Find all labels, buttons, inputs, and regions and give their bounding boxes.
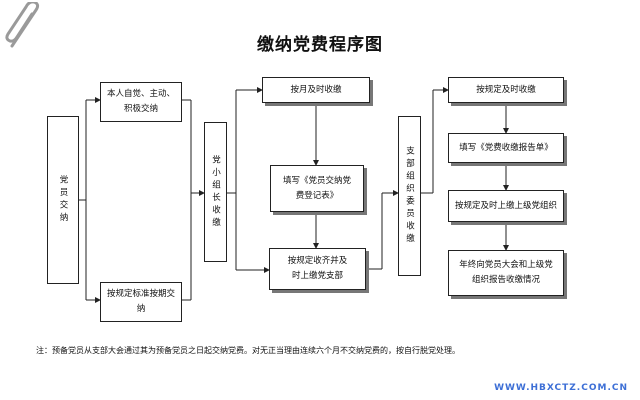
self-pay-box: 本人自觉、主动、积极交纳 (100, 82, 182, 122)
fill-register-box: 填写《党员交纳党费登记表》 (270, 165, 364, 212)
fill-report-label: 填写《党费收缴报告单》 (459, 142, 553, 153)
paperclip-icon (5, 2, 40, 48)
year-end-report-box: 年终向党员大会和上级党组织报告收缴情况 (448, 250, 564, 296)
submit-branch-label: 按规定收齐并及时上缴党支部 (287, 256, 348, 281)
timely-collect-label: 按规定及时收缴 (476, 84, 536, 95)
member-pay-label: 党员交纳 (58, 175, 68, 225)
watermark: WWW.HBXCTZ.COM.CN (494, 383, 628, 393)
member-pay-box: 党员交纳 (47, 116, 79, 284)
timely-collect-box: 按规定及时收缴 (448, 77, 564, 103)
fill-report-box: 填写《党费收缴报告单》 (448, 133, 564, 163)
branch-committee-box: 支部组织委员收缴 (398, 116, 421, 276)
standard-pay-box: 按规定标准按期交纳 (100, 282, 182, 322)
submit-branch-box: 按规定收齐并及时上缴党支部 (269, 248, 366, 290)
fill-register-label: 填写《党员交纳党费登记表》 (282, 175, 351, 201)
monthly-collect-label: 按月及时收缴 (290, 84, 342, 95)
footnote: 注：预备党员从支部大会通过其为预备党员之日起交纳党费。对无正当理由连续六个月不交… (36, 346, 460, 355)
submit-upper-box: 按规定及时上缴上级党组织 (448, 190, 564, 222)
page-title: 缴纳党费程序图 (257, 35, 383, 55)
submit-upper-label: 按规定及时上缴上级党组织 (454, 200, 557, 211)
monthly-collect-box: 按月及时收缴 (262, 77, 370, 103)
group-leader-box: 党小组长收缴 (204, 122, 227, 262)
standard-pay-label: 按规定标准按期交纳 (106, 289, 175, 314)
year-end-report-label: 年终向党员大会和上级党组织报告收缴情况 (459, 260, 553, 285)
self-pay-label: 本人自觉、主动、积极交纳 (106, 89, 175, 114)
group-leader-label: 党小组长收缴 (210, 154, 221, 230)
branch-committee-label: 支部组织委员收缴 (404, 146, 415, 246)
